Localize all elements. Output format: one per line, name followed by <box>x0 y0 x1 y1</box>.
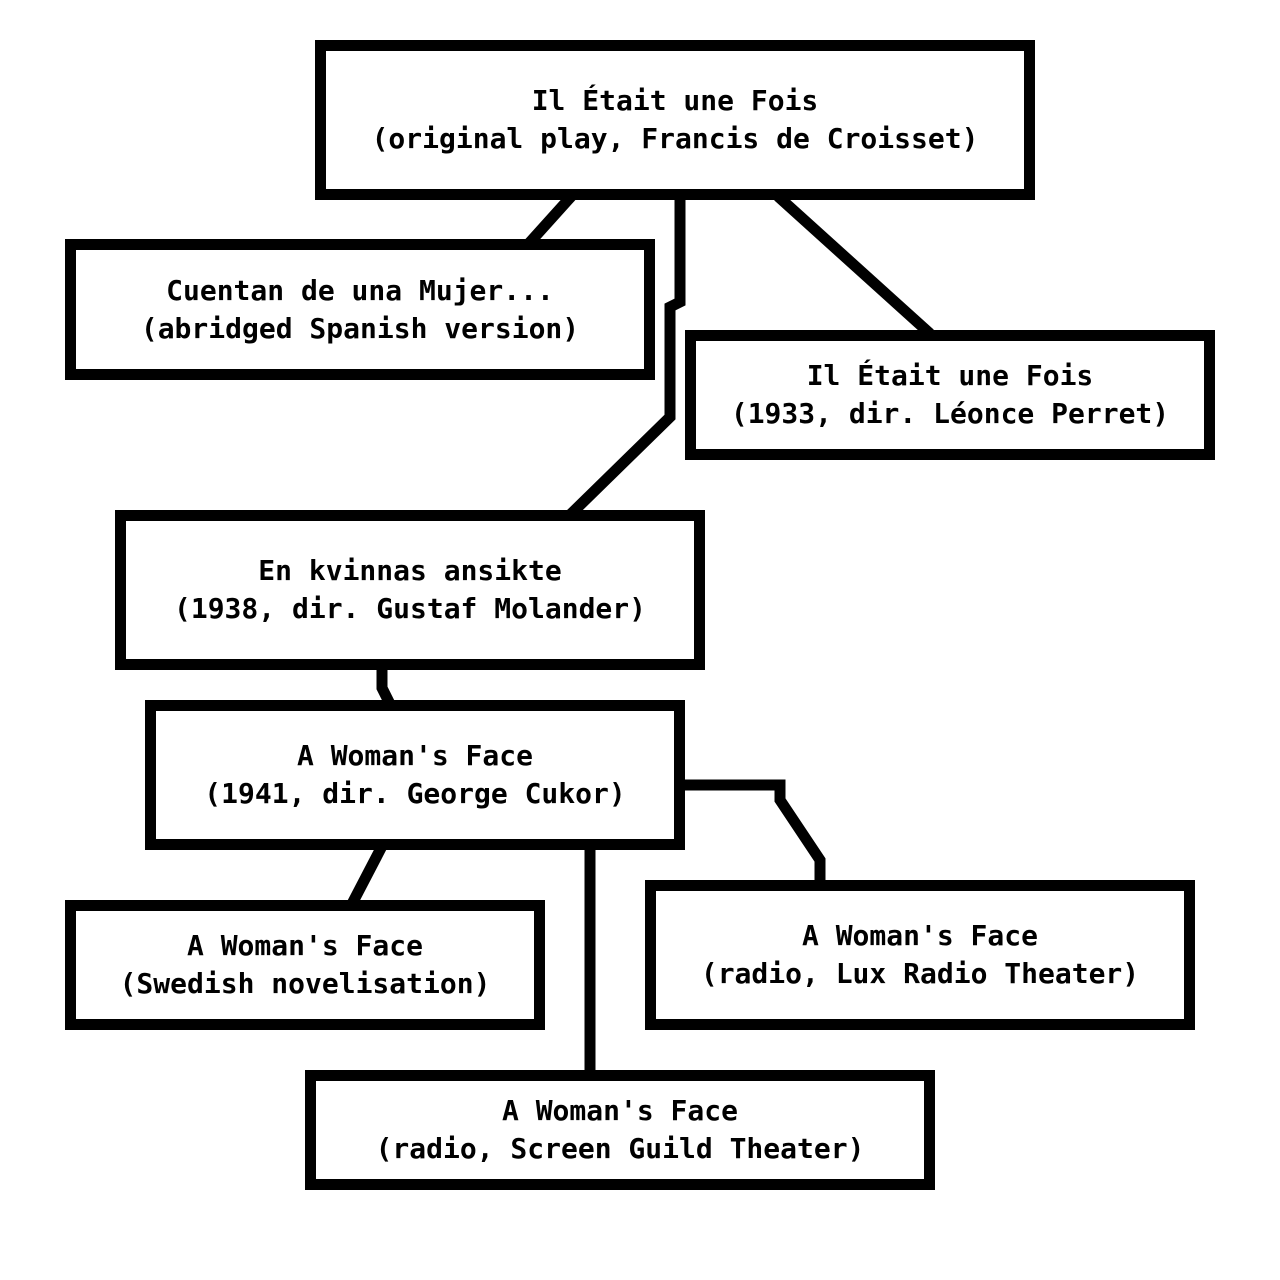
node-title: A Woman's Face <box>501 1094 738 1127</box>
node-screen-guild-theater: A Woman's Face (radio, Screen Guild Thea… <box>305 1070 935 1190</box>
node-original-play: Il Était une Fois (original play, Franci… <box>315 40 1035 200</box>
node-film-1938: En kvinnas ansikte (1938, dir. Gustaf Mo… <box>115 510 705 670</box>
node-subtitle: (1938, dir. Gustaf Molander) <box>173 592 646 625</box>
node-film-1941: A Woman's Face (1941, dir. George Cukor) <box>145 700 685 850</box>
node-title: Il Était une Fois <box>806 359 1094 392</box>
node-subtitle: (Swedish novelisation) <box>119 967 491 1000</box>
node-title: Il Était une Fois <box>531 84 819 117</box>
node-title: A Woman's Face <box>186 929 423 962</box>
node-subtitle: (1933, dir. Léonce Perret) <box>730 397 1170 430</box>
edge-origin-to-film1933 <box>774 192 934 338</box>
node-subtitle: (abridged Spanish version) <box>140 311 580 345</box>
node-subtitle: (1941, dir. George Cukor) <box>204 777 626 810</box>
node-title: En kvinnas ansikte <box>258 554 562 587</box>
node-subtitle: (radio, Screen Guild Theater) <box>375 1132 865 1165</box>
edge-origin-to-spanish <box>524 192 576 248</box>
edge-origin-to-film1938 <box>567 194 686 518</box>
node-title: A Woman's Face <box>801 919 1038 952</box>
node-title: A Woman's Face <box>296 739 533 772</box>
edge-film1938-to-film1941 <box>376 664 396 708</box>
node-subtitle: (radio, Lux Radio Theater) <box>700 957 1140 990</box>
node-title: Cuentan de una Mujer... <box>166 273 554 307</box>
node-swedish-novelisation: A Woman's Face (Swedish novelisation) <box>65 900 545 1030</box>
node-subtitle: (original play, Francis de Croisset) <box>371 122 979 155</box>
edge-film1941-to-novel <box>346 842 388 908</box>
node-spanish-version: Cuentan de una Mujer... (abridged Spanis… <box>65 239 655 380</box>
node-film-1933: Il Était une Fois (1933, dir. Léonce Per… <box>685 330 1215 460</box>
edge-film1941-to-lux <box>679 779 826 886</box>
node-lux-radio-theater: A Woman's Face (radio, Lux Radio Theater… <box>645 880 1195 1030</box>
